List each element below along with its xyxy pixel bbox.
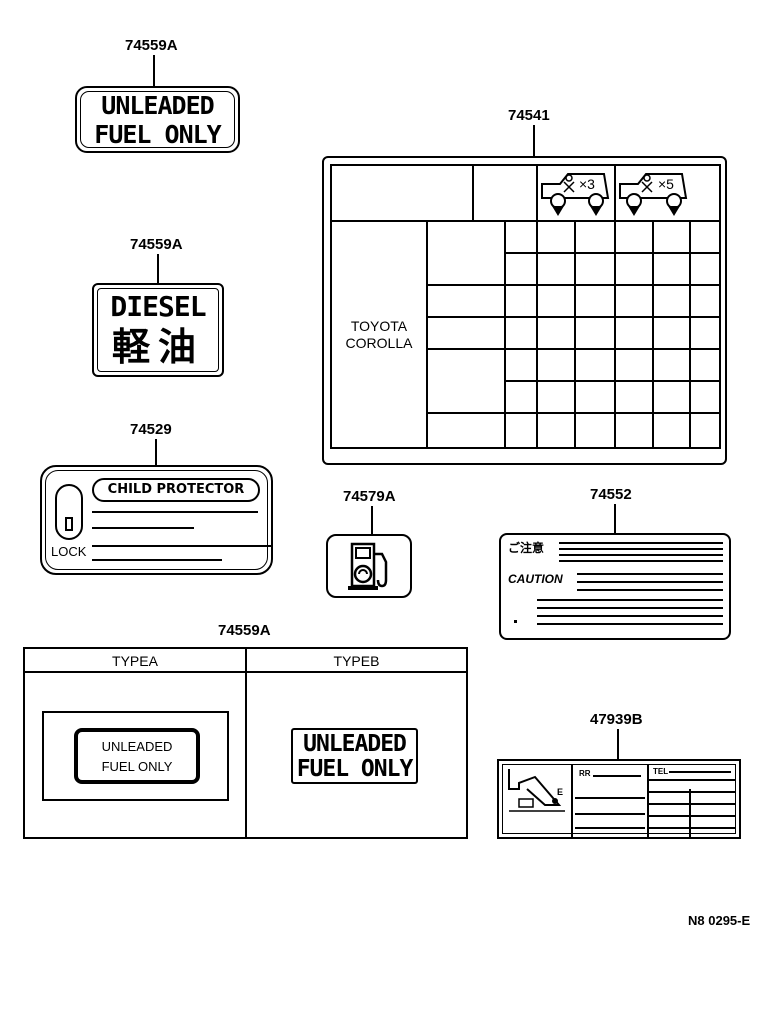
tire-model-line1: TOYOTA xyxy=(350,318,408,334)
child-protector-title: CHILD PROTECTOR xyxy=(107,482,245,497)
unleaded-label-top: UNLEADED FUEL ONLY xyxy=(75,86,240,153)
leader-line xyxy=(533,125,535,157)
tire-table-inner xyxy=(330,164,721,449)
part-number-74541: 74541 xyxy=(508,107,550,124)
jack-diagram-icon xyxy=(508,769,565,812)
car-load-3-icon xyxy=(541,173,610,216)
tire-model-line2: COROLLA xyxy=(345,335,413,351)
jack-marker-text: E xyxy=(557,787,564,797)
diesel-text-en: DIESEL xyxy=(110,290,206,323)
type-a-outer-plate xyxy=(42,711,229,801)
type-b-heading: TYPEB xyxy=(333,653,380,669)
diesel-label: DIESEL 軽油 xyxy=(92,283,224,377)
car-load-3-text: ×3 xyxy=(579,176,595,192)
part-number-74559a-types: 74559A xyxy=(218,622,271,639)
figure-code: N8 0295-E xyxy=(688,913,751,928)
lock-text: LOCK xyxy=(51,544,87,559)
fuel-pump-label xyxy=(326,534,412,598)
child-protector-title-box xyxy=(92,478,260,502)
jack-label-b: TEL xyxy=(653,767,669,776)
leader-line xyxy=(371,506,373,535)
tire-pressure-label: TOYOTA COROLLA ×3 ×5 xyxy=(322,156,727,465)
car-load-5-icon xyxy=(619,173,688,216)
part-number-74529: 74529 xyxy=(130,421,172,438)
car-load-5-text: ×5 xyxy=(658,176,674,192)
caution-text-en: CAUTION xyxy=(508,572,563,586)
jack-label: E RR TEL xyxy=(497,759,741,839)
type-a-heading: TYPEA xyxy=(112,653,158,669)
lock-switch-icon xyxy=(55,484,83,540)
leader-line xyxy=(155,439,157,466)
type-comparison-panel: TYPEA TYPEB UNLEADED FUEL ONLY UNLEADED … xyxy=(23,647,468,839)
child-protector-label: CHILD PROTECTOR LOCK xyxy=(40,465,273,575)
type-a-label: UNLEADED FUEL ONLY xyxy=(74,728,200,784)
leader-line xyxy=(617,729,619,760)
part-number-74559a-diesel: 74559A xyxy=(130,236,183,253)
jack-label-a: RR xyxy=(579,769,591,778)
part-number-74579a: 74579A xyxy=(343,488,396,505)
diesel-text-jp: 軽油 xyxy=(111,325,204,369)
leader-line xyxy=(157,254,159,284)
type-b-text-line1: UNLEADED xyxy=(303,731,407,757)
leader-line xyxy=(153,55,155,87)
type-b-label: UNLEADED FUEL ONLY xyxy=(291,728,418,784)
caution-text-jp: ご注意 xyxy=(508,541,545,555)
leader-line xyxy=(614,504,616,534)
type-a-text-line1: UNLEADED xyxy=(101,739,173,754)
caution-label: ご注意 CAUTION xyxy=(499,533,731,640)
part-number-47939b: 47939B xyxy=(590,711,643,728)
unleaded-text-line2: FUEL ONLY xyxy=(94,120,221,149)
part-number-74559a-top: 74559A xyxy=(125,37,178,54)
type-b-text-line2: FUEL ONLY xyxy=(296,756,414,782)
part-number-74552: 74552 xyxy=(590,486,632,503)
type-a-text-line2: FUEL ONLY xyxy=(101,759,173,774)
unleaded-text-line1: UNLEADED xyxy=(101,91,214,120)
fuel-pump-icon xyxy=(348,542,388,590)
